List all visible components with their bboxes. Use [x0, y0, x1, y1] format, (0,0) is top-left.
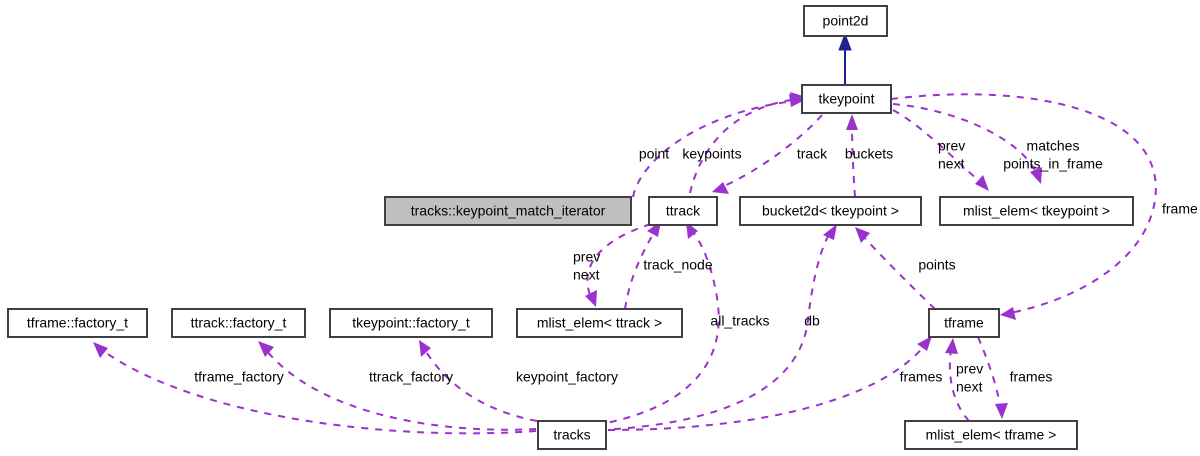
edge-tframe-frames — [977, 336, 1008, 419]
node-ttrack[interactable]: ttrack — [648, 196, 718, 226]
edge-label-track: track — [797, 146, 828, 162]
node-layer: point2d tkeypoint tracks::keypoint_match… — [7, 5, 1134, 450]
edge-label-points-in-frame: points_in_frame — [1003, 156, 1103, 172]
edge-label-db: db — [804, 313, 820, 329]
edge-label-point: point — [639, 146, 669, 162]
edge-tframe-frame — [890, 93, 1157, 320]
edge-tracks-db — [599, 224, 837, 431]
edge-mlist-ttrack-prev-next — [585, 223, 652, 307]
edge-mlist-kp-prev-next — [892, 109, 989, 191]
edge-label-ttrack-factory: ttrack_factory — [369, 369, 453, 385]
edge-label-keypoints: keypoints — [682, 146, 741, 162]
edge-ttrack-keypoints — [689, 92, 806, 194]
edge-label-next-tt: next — [573, 267, 600, 283]
edge-mlist-tframe-prev-next — [945, 338, 970, 422]
edge-tframe-points — [855, 227, 936, 310]
edge-label-matches: matches — [1027, 138, 1080, 154]
node-tracks-keypoint-match-iterator[interactable]: tracks::keypoint_match_iterator — [384, 196, 632, 226]
node-tkeypoint[interactable]: tkeypoint — [801, 84, 892, 114]
node-tframe[interactable]: tframe — [928, 308, 1000, 338]
node-ttrack-factory-t[interactable]: ttrack::factory_t — [171, 308, 306, 338]
edge-label-track-node: track_node — [643, 257, 712, 273]
edge-label-frames-left: frames — [900, 369, 943, 385]
edge-label-points: points — [918, 257, 955, 273]
edge-label-layer: point keypoints track buckets prev next … — [194, 138, 1198, 395]
node-point2d[interactable]: point2d — [803, 5, 888, 37]
edge-tracks-all-tracks — [595, 222, 720, 426]
edge-tracks-ttrack-factory — [258, 341, 537, 431]
node-tframe-factory-t[interactable]: tframe::factory_t — [7, 308, 148, 338]
edge-layer — [93, 32, 1157, 435]
node-mlist-elem-tkeypoint[interactable]: mlist_elem< tkeypoint > — [939, 196, 1134, 226]
edge-tkeypoint-inherits-point2d — [838, 32, 852, 85]
edge-label-prev-tt: prev — [573, 249, 600, 265]
node-mlist-elem-tframe[interactable]: mlist_elem< tframe > — [904, 420, 1078, 450]
edge-kpmatchiter-point — [632, 94, 805, 198]
edge-label-prev-kp: prev — [938, 138, 965, 154]
edge-label-next-tf: next — [956, 379, 983, 395]
edge-mlist-ttrack-track-node — [624, 221, 661, 310]
edge-label-frames-right: frames — [1010, 369, 1053, 385]
edge-bucket2d-buckets — [846, 114, 858, 198]
edge-mlist-kp-matches — [892, 103, 1042, 184]
node-bucket2d-tkeypoint[interactable]: bucket2d< tkeypoint > — [739, 196, 922, 226]
edge-label-frame: frame — [1162, 201, 1198, 217]
edge-label-prev-tf: prev — [956, 361, 983, 377]
edge-label-tframe-factory: tframe_factory — [194, 369, 283, 385]
edge-tkeypoint-track — [712, 114, 823, 194]
edge-tracks-frames — [607, 336, 932, 431]
edge-tracks-keypoint-factory — [419, 340, 538, 422]
node-mlist-elem-ttrack[interactable]: mlist_elem< ttrack > — [516, 308, 683, 338]
edge-tracks-tframe-factory — [93, 342, 537, 435]
node-tracks[interactable]: tracks — [537, 420, 607, 450]
edge-label-keypoint-factory: keypoint_factory — [516, 369, 618, 385]
node-tkeypoint-factory-t[interactable]: tkeypoint::factory_t — [329, 308, 493, 338]
